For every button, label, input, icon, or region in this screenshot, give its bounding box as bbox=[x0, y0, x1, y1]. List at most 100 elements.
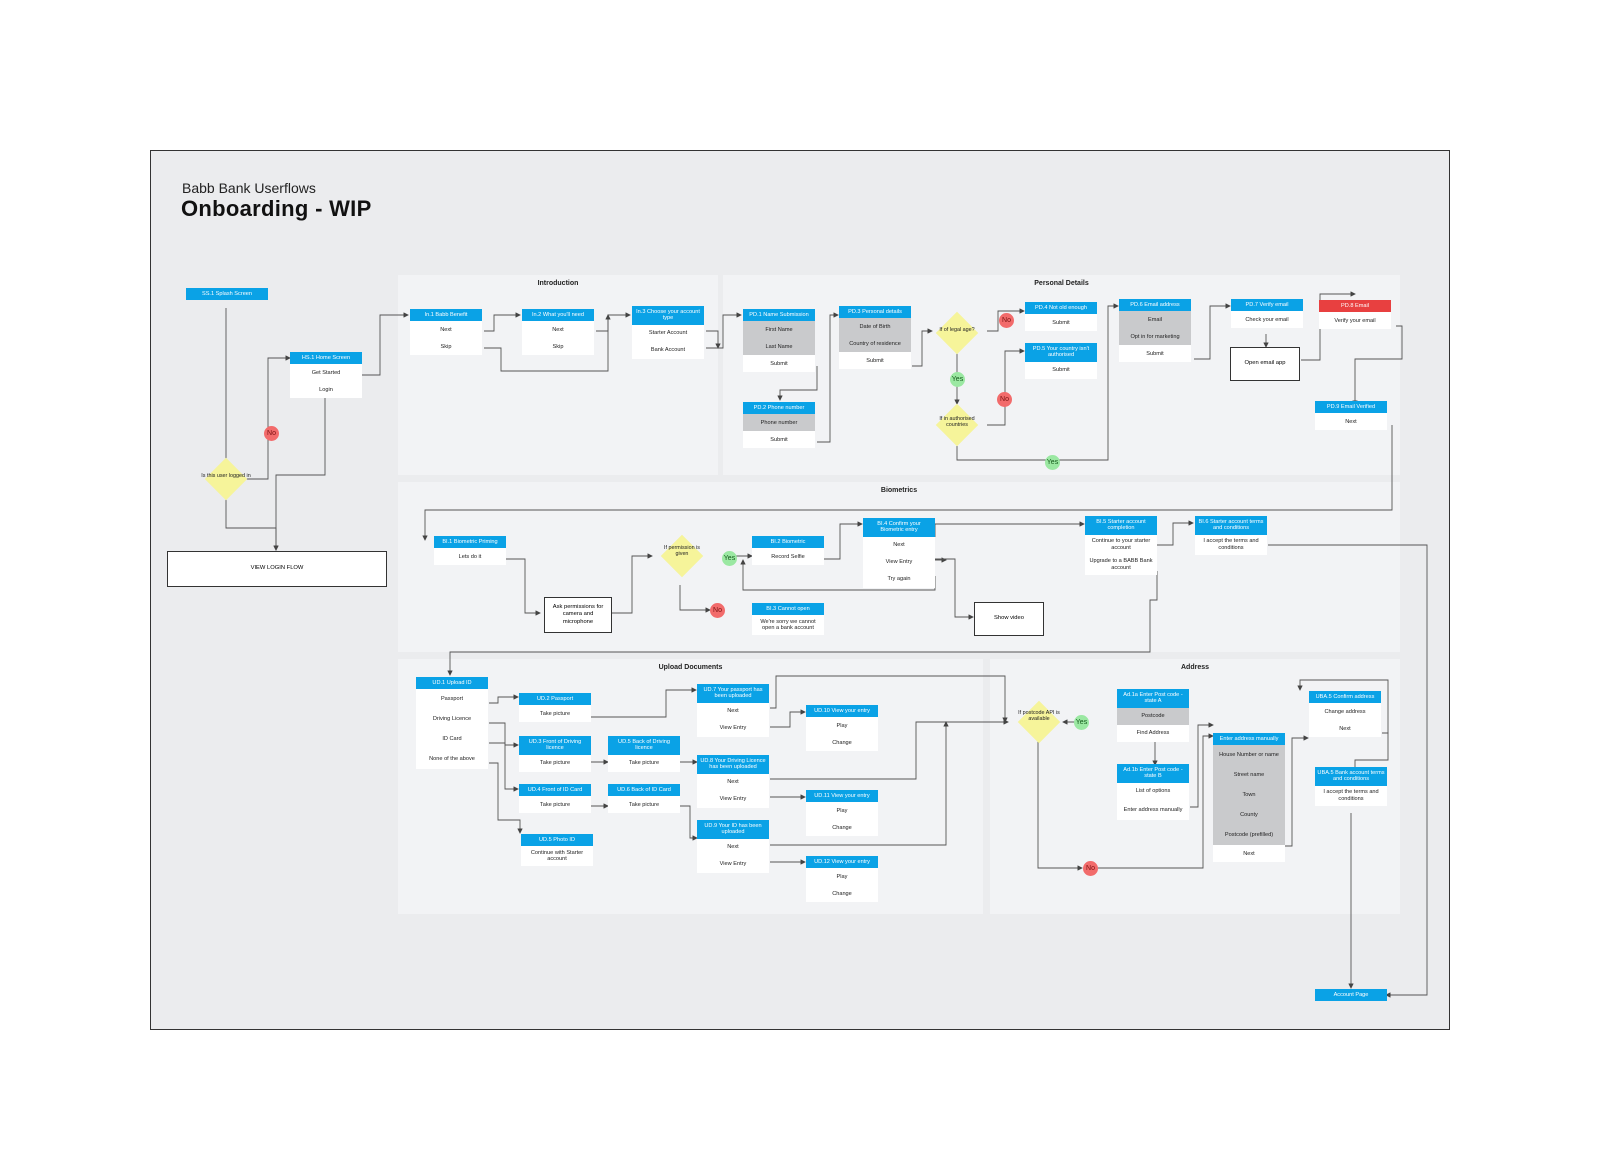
card-option[interactable]: Change address bbox=[1309, 703, 1381, 721]
card-option[interactable]: Next bbox=[1315, 413, 1387, 431]
card-option[interactable]: Next bbox=[697, 838, 769, 856]
card-option[interactable]: Next bbox=[1213, 845, 1285, 863]
card-option[interactable]: Change bbox=[806, 885, 878, 903]
card-option[interactable]: Bank Account bbox=[632, 341, 704, 359]
card-option[interactable]: Lets do it bbox=[434, 548, 506, 566]
card-option[interactable]: Take picture bbox=[519, 705, 591, 723]
card-option[interactable]: Play bbox=[806, 802, 878, 820]
card-option[interactable]: Next bbox=[863, 536, 935, 554]
card-field[interactable]: County bbox=[1213, 805, 1285, 826]
card-option[interactable]: Enter address manually bbox=[1117, 799, 1189, 820]
card-field[interactable]: Date of Birth bbox=[839, 318, 911, 336]
card-option[interactable]: Submit bbox=[1025, 314, 1097, 332]
card-option[interactable]: Starter Account bbox=[632, 324, 704, 342]
card-option[interactable]: Skip bbox=[522, 338, 594, 356]
card-option[interactable]: Submit bbox=[1119, 345, 1191, 363]
card-field[interactable]: Last Name bbox=[743, 338, 815, 356]
card-option[interactable]: Play bbox=[806, 868, 878, 886]
card-option[interactable]: Submit bbox=[839, 352, 911, 370]
card-option[interactable]: Take picture bbox=[608, 796, 680, 814]
card-option[interactable]: Next bbox=[697, 702, 769, 720]
card-option[interactable]: Record Selfie bbox=[752, 548, 824, 566]
card-option[interactable]: List of options bbox=[1117, 782, 1189, 800]
card-option[interactable]: Next bbox=[522, 321, 594, 339]
card-option[interactable]: Continue to your starter account bbox=[1085, 534, 1157, 555]
card-field[interactable]: Street name bbox=[1213, 765, 1285, 786]
card-field[interactable]: Town bbox=[1213, 785, 1285, 806]
card-option[interactable]: Upgrade to a BABB Bank account bbox=[1085, 554, 1157, 575]
card-option[interactable]: Skip bbox=[410, 338, 482, 356]
card-option[interactable]: None of the above bbox=[416, 749, 488, 770]
card-option[interactable]: Find Address bbox=[1117, 724, 1189, 742]
card-field[interactable]: House Number or name bbox=[1213, 745, 1285, 766]
card-field[interactable]: Country of residence bbox=[839, 335, 911, 353]
card-option[interactable]: Change bbox=[806, 734, 878, 752]
card-option[interactable]: View Entry bbox=[863, 553, 935, 571]
card-option[interactable]: Try again bbox=[863, 570, 935, 588]
card-option[interactable]: Passport bbox=[416, 689, 488, 710]
card-option[interactable]: Login bbox=[290, 381, 362, 399]
card-option[interactable]: I accept the terms and conditions bbox=[1195, 534, 1267, 555]
view-login-flow-box[interactable]: VIEW LOGIN FLOW bbox=[167, 551, 387, 587]
ask-permissions-box[interactable]: Ask permissions for camera and microphon… bbox=[544, 597, 612, 633]
card-option[interactable]: Play bbox=[806, 717, 878, 735]
card-option[interactable]: Check your email bbox=[1231, 311, 1303, 329]
card-field[interactable]: Postcode (prefilled) bbox=[1213, 825, 1285, 846]
card-option[interactable]: View Entry bbox=[697, 855, 769, 873]
card-option[interactable]: Change bbox=[806, 819, 878, 837]
card-field[interactable]: Phone number bbox=[743, 414, 815, 432]
card-option[interactable]: Take picture bbox=[608, 754, 680, 772]
card-option[interactable]: Submit bbox=[743, 355, 815, 373]
card-option[interactable]: Take picture bbox=[519, 754, 591, 772]
card-field[interactable]: Opt in for marketing bbox=[1119, 328, 1191, 346]
card-ud8-licence-uploaded[interactable]: UD.8 Your Driving Licence has been uploa… bbox=[697, 755, 769, 808]
card-option[interactable]: Submit bbox=[1025, 361, 1097, 379]
card-field[interactable]: Postcode bbox=[1117, 707, 1189, 725]
card-option[interactable]: Next bbox=[697, 773, 769, 791]
card-option[interactable]: I accept the terms and conditions bbox=[1315, 785, 1387, 806]
card-option[interactable]: Submit bbox=[743, 431, 815, 449]
card-field[interactable]: Email bbox=[1119, 311, 1191, 329]
card-bi6-starter-terms[interactable]: BI.6 Starter account terms and condition… bbox=[1195, 516, 1267, 555]
card-account-page[interactable]: Account Page bbox=[1315, 989, 1387, 1002]
card-option[interactable]: View Entry bbox=[697, 719, 769, 737]
card-option[interactable]: Driving Licence bbox=[416, 709, 488, 730]
card-option[interactable]: Continue with Starter account bbox=[521, 846, 593, 867]
card-field[interactable]: First Name bbox=[743, 321, 815, 339]
card-option[interactable]: Next bbox=[1309, 720, 1381, 738]
card-ss1-splash-screen[interactable]: SS.1 Splash Screen bbox=[186, 288, 268, 301]
card-option[interactable]: ID Card bbox=[416, 729, 488, 750]
